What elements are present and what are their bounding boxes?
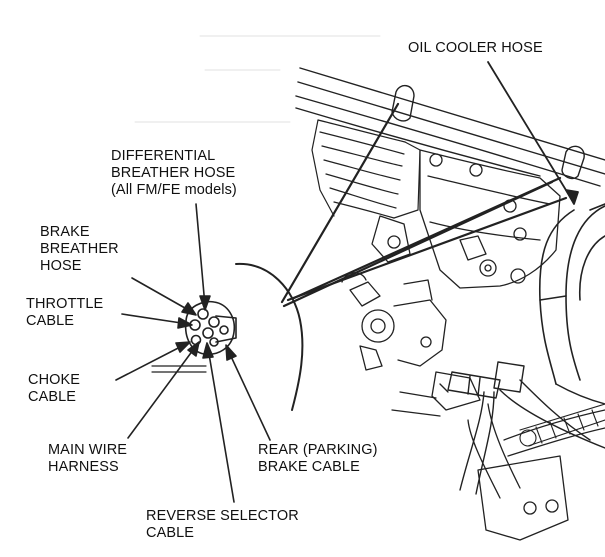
cable-bundle [459, 379, 605, 495]
label-line: CHOKE [28, 372, 81, 388]
label-leaders [115, 203, 271, 503]
hatched-sleeve [519, 403, 605, 447]
cable-clamp [391, 85, 585, 180]
main-wire-harness-label: MAIN WIRE HARNESS [48, 442, 127, 476]
label-line: BRAKE CABLE [258, 459, 360, 475]
oil-cooler-hose [538, 203, 605, 385]
label-line: CABLE [28, 389, 77, 405]
frame-tube-bundle [295, 67, 605, 187]
frame-lower-bracket [467, 403, 605, 541]
cutaway-arc [235, 262, 304, 411]
throttle-cable-label: THROTTLE CABLE [26, 296, 103, 330]
hose-clamp [447, 361, 525, 399]
crankcase [371, 149, 561, 289]
carburetor [341, 272, 481, 417]
rear-parking-brake-cable-label: REAR (PARKING) BRAKE CABLE [258, 442, 378, 476]
label-line: BREATHER [40, 241, 119, 257]
differential-breather-hose-label: DIFFERENTIAL BREATHER HOSE (All FM/FE mo… [111, 148, 237, 199]
callout-lines [280, 102, 568, 308]
label-line: BRAKE [40, 224, 90, 240]
label-line: THROTTLE [26, 296, 104, 312]
label-line: MAIN WIRE [48, 442, 128, 458]
label-line: HARNESS [48, 459, 119, 475]
oil-cooler-hose-label: OIL COOLER HOSE [408, 40, 543, 57]
label-line: HOSE [40, 258, 82, 274]
cylinder-fins [311, 119, 421, 219]
label-line: (All FM/FE models) [111, 182, 237, 198]
oil-cooler-hose-leader [487, 61, 579, 205]
choke-cable-label: CHOKE CABLE [28, 372, 80, 406]
label-line: OIL COOLER HOSE [408, 40, 543, 56]
reverse-selector-cable-label: REVERSE SELECTOR CABLE [146, 508, 299, 542]
brake-breather-hose-label: BRAKE BREATHER HOSE [40, 224, 119, 275]
rod-detail [151, 365, 207, 373]
label-line: REAR (PARKING) [258, 442, 378, 458]
label-line: REVERSE SELECTOR [146, 508, 299, 524]
label-line: CABLE [146, 525, 195, 541]
label-line: BREATHER HOSE [111, 165, 236, 181]
label-line: DIFFERENTIAL [111, 148, 216, 164]
label-line: CABLE [26, 313, 75, 329]
